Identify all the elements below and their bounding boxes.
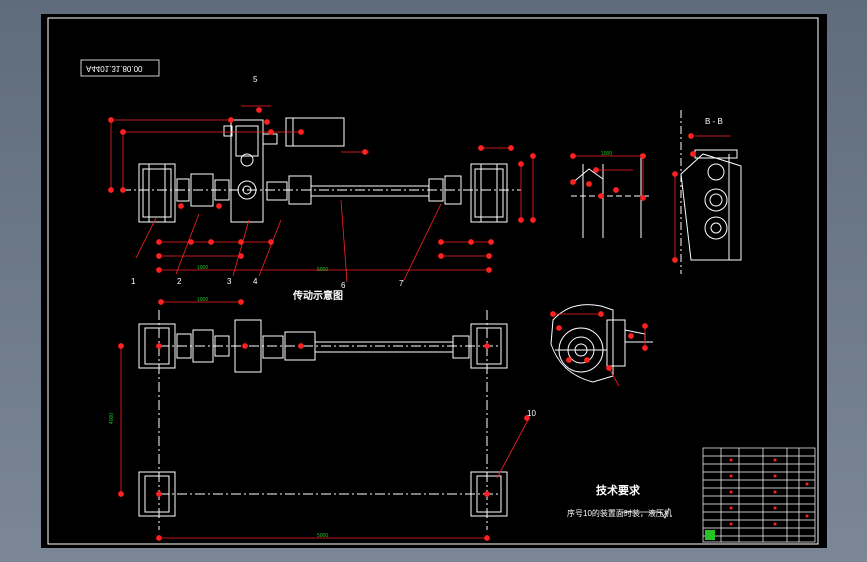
part-number-5: 5 bbox=[253, 75, 258, 84]
title-block bbox=[702, 447, 816, 543]
part-number-2: 2 bbox=[177, 277, 182, 286]
drawing-canvas bbox=[47, 17, 819, 545]
tech-requirements-text: 序号10的装置面时装，液压机 bbox=[567, 509, 672, 518]
part-number-3: 3 bbox=[227, 277, 232, 286]
part-number-4: 4 bbox=[253, 277, 258, 286]
part-number-1: 1 bbox=[131, 277, 136, 286]
top-dimensions bbox=[108, 105, 536, 283]
detail-bracket-dims bbox=[570, 153, 646, 201]
dimension-text: 1000 bbox=[601, 151, 613, 157]
section-bb-dims bbox=[672, 133, 731, 263]
dimension-text: 5000 bbox=[317, 533, 329, 539]
dimension-text: 1000 bbox=[197, 265, 209, 271]
wheel-detail bbox=[550, 304, 653, 383]
part-number-6: 6 bbox=[341, 281, 346, 290]
top-assembly bbox=[121, 117, 521, 223]
wheel-detail-dims bbox=[550, 311, 648, 387]
stamp-box bbox=[80, 59, 160, 77]
dimension-text: 5000 bbox=[317, 267, 329, 273]
inner-frame bbox=[47, 17, 819, 545]
part-number-7: 7 bbox=[399, 279, 404, 288]
drawing-sheet: A4401.31.80.00 传动示意图 技术要求 序号10的装置面时装，液压机… bbox=[41, 14, 827, 548]
title-block-logo bbox=[705, 530, 715, 540]
dimension-text: 4000 bbox=[109, 412, 116, 425]
stamp-text: A4401.31.80.00 bbox=[86, 64, 143, 73]
detail-bracket bbox=[570, 154, 649, 238]
section-label: B - B bbox=[705, 117, 723, 126]
roughness-symbol bbox=[621, 507, 670, 519]
plan-dimensions bbox=[118, 299, 530, 541]
diagram-title: 传动示意图 bbox=[293, 291, 343, 302]
part-number-10: 10 bbox=[527, 409, 536, 418]
plan-view bbox=[138, 310, 508, 530]
dimension-text: 1000 bbox=[197, 297, 209, 303]
title-block-marks bbox=[729, 458, 809, 526]
tech-requirements-title: 技术要求 bbox=[596, 485, 640, 497]
